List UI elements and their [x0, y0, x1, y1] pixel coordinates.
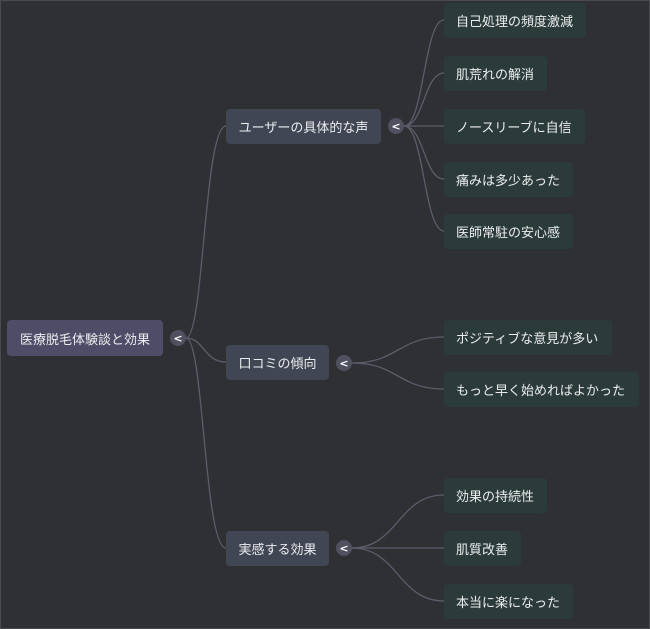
branch-node-label: ユーザーの具体的な声	[238, 121, 369, 136]
leaf-node-label: 自己処理の頻度激減	[456, 15, 574, 30]
leaf-node-label: 本当に楽になった	[456, 596, 561, 611]
leaf-node[interactable]: 医師常駐の安心感	[444, 214, 573, 249]
leaf-node-label: ノースリーブに自信	[456, 121, 572, 136]
leaf-node[interactable]: 本当に楽になった	[444, 584, 573, 619]
leaf-node[interactable]: もっと早く始めればよかった	[444, 372, 639, 407]
edge-root-branch-2	[185, 337, 227, 363]
leaf-node[interactable]: 効果の持続性	[444, 478, 547, 513]
branch-node-user-voices[interactable]: ユーザーの具体的な声	[226, 109, 381, 144]
branch-3-collapse-toggle[interactable]: <	[336, 540, 352, 556]
leaf-node[interactable]: 肌荒れの解消	[444, 56, 547, 91]
edge-branch-1-leaf-4	[403, 125, 445, 180]
leaf-node[interactable]: ノースリーブに自信	[444, 109, 585, 144]
branch-node-label: 口コミの傾向	[238, 357, 317, 372]
edge-branch-1-leaf-2	[403, 72, 445, 127]
edge-branch-3-leaf-1	[351, 494, 445, 549]
edge-root-branch-3	[185, 337, 227, 549]
root-node-label: 医療脱毛体験談と効果	[19, 332, 150, 348]
edge-branch-1-leaf-1	[403, 19, 445, 127]
branch-node-label: 実感する効果	[238, 543, 317, 558]
edge-branch-1-leaf-5	[403, 125, 445, 232]
root-node[interactable]: 医療脱毛体験談と効果	[7, 320, 163, 356]
edge-branch-3-leaf-3	[351, 547, 445, 602]
leaf-node-label: 肌荒れの解消	[456, 68, 535, 83]
leaf-node-label: 肌質改善	[456, 543, 509, 558]
edge-root-branch-1	[185, 125, 227, 339]
leaf-node-label: 医師常駐の安心感	[456, 226, 561, 241]
leaf-node-label: もっと早く始めればよかった	[456, 384, 626, 399]
leaf-node[interactable]: 痛みは多少あった	[444, 162, 573, 197]
branch-node-felt-effects[interactable]: 実感する効果	[226, 531, 329, 566]
root-collapse-toggle[interactable]: <	[170, 330, 186, 346]
branch-node-review-trends[interactable]: 口コミの傾向	[226, 345, 329, 380]
leaf-node[interactable]: 自己処理の頻度激減	[444, 3, 586, 38]
leaf-node-label: 痛みは多少あった	[456, 174, 561, 189]
leaf-node-label: 効果の持続性	[456, 490, 535, 505]
edge-branch-2-leaf-1	[351, 336, 445, 364]
edge-branch-2-leaf-2	[351, 362, 445, 390]
branch-2-collapse-toggle[interactable]: <	[336, 355, 352, 371]
branch-1-collapse-toggle[interactable]: <	[388, 118, 404, 134]
leaf-node-label: ポジティブな意見が多い	[456, 332, 599, 347]
leaf-node[interactable]: 肌質改善	[444, 531, 521, 566]
leaf-node[interactable]: ポジティブな意見が多い	[444, 320, 612, 355]
